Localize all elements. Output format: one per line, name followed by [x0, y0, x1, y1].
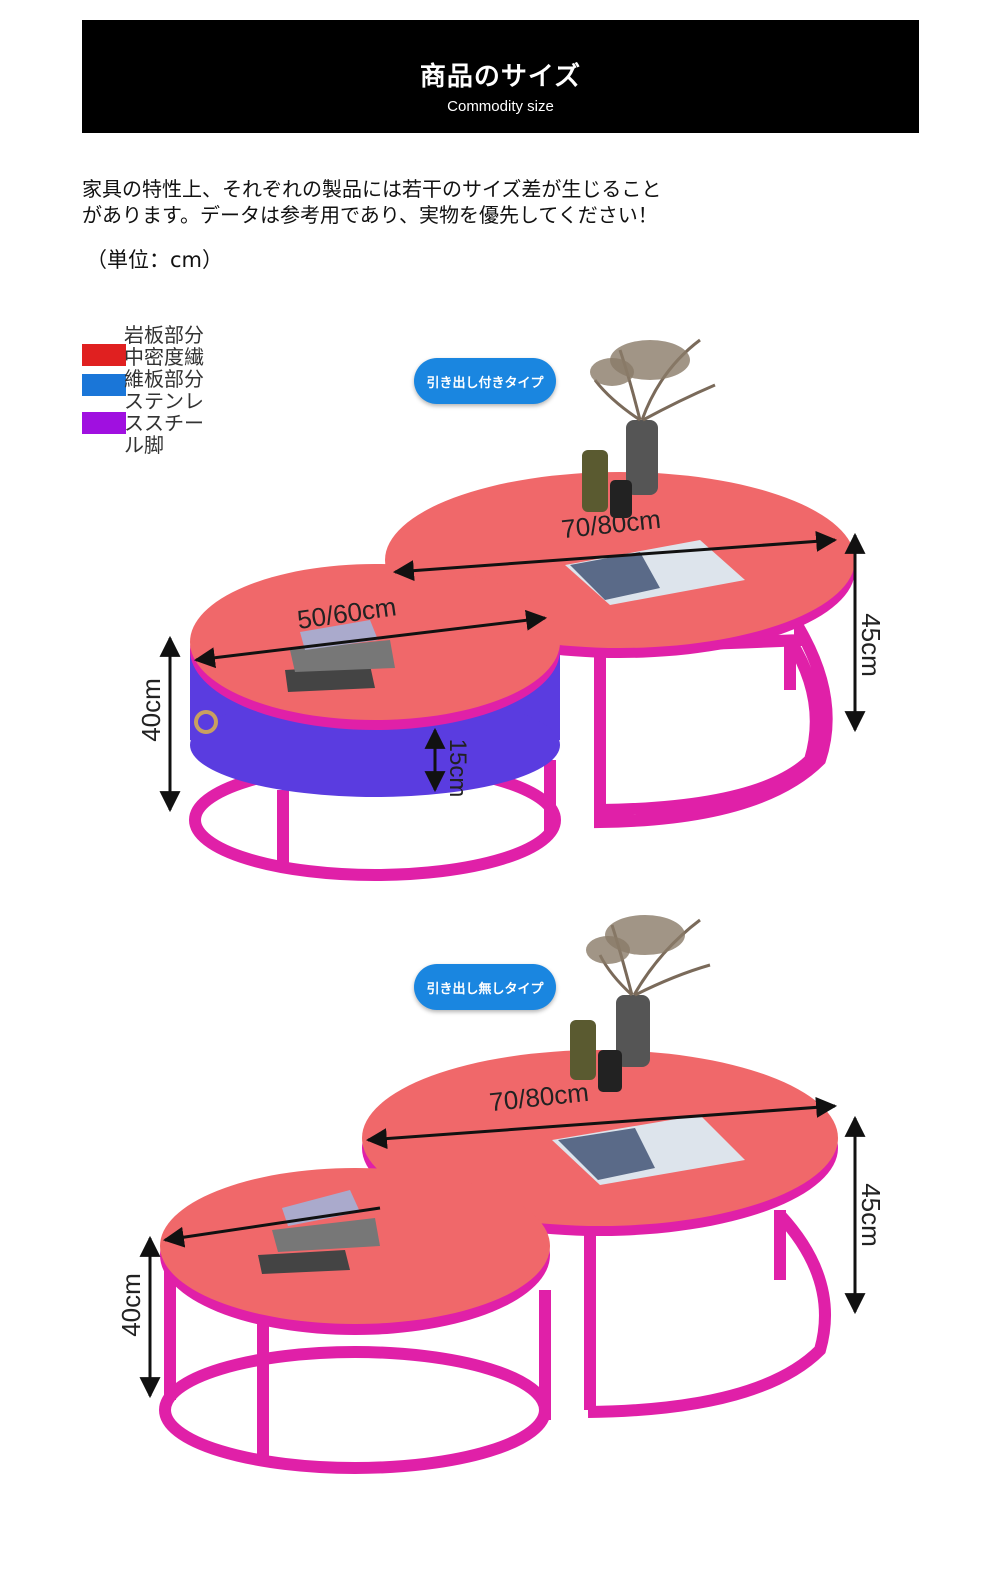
- section-header: 商品のサイズ Commodity size: [82, 20, 919, 133]
- small-height-label-2: 40cm: [116, 1273, 146, 1337]
- drawer-height-label: 15cm: [444, 739, 471, 798]
- size-disclaimer: 家具の特性上、それぞれの製品には若干のサイズ差が生じること があります。データは…: [82, 176, 661, 228]
- type-badge-no-drawer: 引き出し無しタイプ: [414, 964, 556, 1010]
- legend-label: ステンレ: [124, 389, 204, 413]
- large-height-label: 45cm: [856, 613, 886, 677]
- disclaimer-line-2: があります。データは参考用であり、実物を優先してください！: [82, 203, 658, 227]
- legend-swatch-steel: [82, 412, 126, 434]
- legend-label: ススチー: [124, 411, 204, 435]
- legend-label: ル脚: [124, 433, 164, 457]
- section-title: 商品のサイズ: [419, 62, 582, 92]
- large-table-without-drawer-set: [139, 915, 866, 1474]
- small-height-label: 40cm: [136, 678, 166, 742]
- material-legend: 岩板部分 中密度繊 維板部分 ステンレ ススチー ル脚: [82, 320, 242, 460]
- legend-label: 中密度繊: [124, 345, 204, 369]
- legend-label: 岩板部分: [124, 323, 204, 347]
- legend-swatch-mdf: [82, 374, 126, 396]
- section-subtitle: Commodity size: [447, 98, 554, 115]
- legend-swatch-stone: [82, 344, 126, 366]
- disclaimer-line-1: 家具の特性上、それぞれの製品には若干のサイズ差が生じること: [82, 177, 662, 201]
- large-table-with-drawer-set: [159, 338, 866, 881]
- unit-label: （単位：cm）: [86, 248, 224, 272]
- type-badge-with-drawer: 引き出し付きタイプ: [414, 358, 556, 404]
- large-height-label-2: 45cm: [856, 1183, 886, 1247]
- legend-label: 維板部分: [124, 367, 204, 391]
